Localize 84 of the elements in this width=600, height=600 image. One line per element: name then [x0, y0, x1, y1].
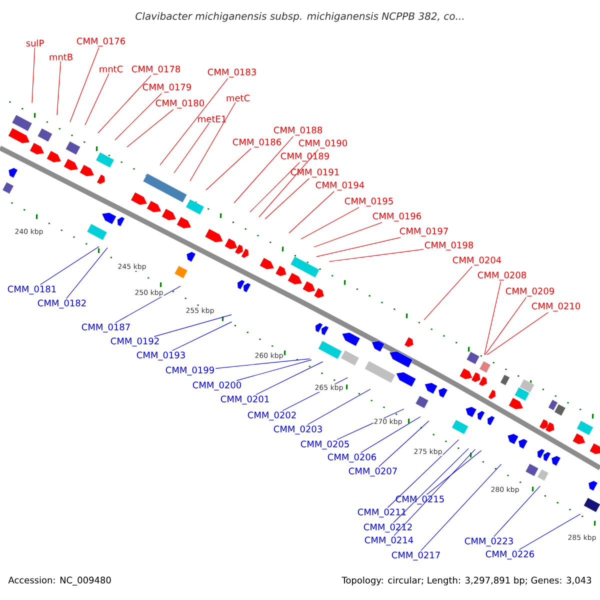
- leader-line: [40, 246, 100, 285]
- leader-line: [484, 297, 526, 356]
- leader-line: [307, 388, 371, 425]
- leader-line: [288, 191, 334, 234]
- gene-label: CMM_0203: [274, 426, 322, 434]
- leader-line: [314, 222, 382, 248]
- leader-line: [234, 136, 294, 204]
- gene-label: CMM_0205: [300, 440, 349, 450]
- leader-line: [378, 420, 430, 467]
- gene-label: sulP: [26, 40, 44, 46]
- gene-label: CMM_0186: [232, 138, 282, 148]
- leader-line: [126, 109, 174, 148]
- leader-line: [206, 148, 252, 190]
- gene-label: CMM_0192: [110, 338, 159, 346]
- gene-label: CMM_0200: [192, 382, 241, 390]
- leader-line: [160, 78, 228, 166]
- leader-line: [174, 123, 210, 174]
- gene-label: CMM_0179: [142, 84, 191, 92]
- gene-label: CMM_0196: [372, 212, 422, 222]
- gene-label: CMM_0193: [136, 352, 185, 360]
- leader-line: [70, 47, 100, 122]
- gene-label: CMM_0199: [166, 366, 214, 376]
- gene-label: CMM_0201: [220, 396, 269, 404]
- leader-line: [300, 207, 360, 240]
- gene-label: CMM_0187: [82, 324, 130, 332]
- gene-label: CMM_0204: [452, 256, 502, 266]
- leader-line: [84, 73, 110, 126]
- gene-label: CMM_0197: [400, 228, 448, 236]
- gene-label: CMM_0210: [532, 302, 580, 312]
- leader-line: [236, 360, 312, 381]
- gene-label: metE1: [198, 116, 226, 122]
- leader-line: [172, 322, 232, 351]
- gene-label: CMM_0181: [8, 286, 56, 294]
- leader-line: [387, 439, 459, 508]
- leader-line: [486, 312, 549, 356]
- gene-label: CMM_0206: [328, 454, 376, 462]
- leader-line: [256, 361, 324, 395]
- gene-label: CMM_0195: [344, 198, 393, 206]
- leader-line: [393, 448, 469, 523]
- leader-line: [424, 266, 472, 320]
- gene-label: CMM_0217: [392, 552, 440, 560]
- leader-line: [426, 450, 482, 495]
- gene-label: CMM_0194: [316, 182, 364, 190]
- leader-line: [56, 60, 61, 116]
- leader-line: [154, 314, 232, 337]
- gene-label: CMM_0226: [486, 550, 534, 560]
- leader-line: [66, 247, 108, 299]
- leader-line: [258, 149, 319, 218]
- gene-label: mntC: [100, 66, 123, 72]
- leader-line: [420, 464, 502, 551]
- gene-label: mntB: [50, 54, 72, 60]
- leader-line: [250, 162, 300, 212]
- leader-line: [484, 281, 502, 355]
- gene-label: CMM_0209: [506, 288, 554, 296]
- leader-line: [360, 416, 421, 453]
- gene-label: CMM_0178: [132, 66, 180, 74]
- gene-label: CMM_0190: [298, 140, 347, 148]
- gene-label: CMM_0182: [38, 300, 86, 308]
- title: Clavibacter michiganensis subsp. michiganensis NCPPB 382, co...: [136, 12, 464, 22]
- gene-label: CMM_0176: [76, 38, 126, 46]
- leader-line: [328, 249, 424, 262]
- gene-label: CMM_0207: [348, 468, 397, 476]
- leader-line: [190, 102, 236, 182]
- leader-line: [518, 514, 581, 550]
- leader-line: [264, 178, 310, 220]
- gene-label: CMM_0223: [464, 538, 513, 546]
- leader-line: [32, 47, 36, 104]
- gene-label: CMM_0214: [364, 536, 414, 546]
- leader-line: [494, 486, 540, 537]
- leader-line: [394, 449, 476, 536]
- leader-line: [114, 93, 162, 140]
- leader-line: [316, 237, 401, 257]
- leader-line: [98, 75, 152, 134]
- footer-text: Topology: circular; Length: 3,297,891 bp; Genes: 3,043: [342, 576, 592, 586]
- leader-line: [115, 286, 181, 323]
- gene-label: CMM_0183: [208, 68, 256, 78]
- gene-label: metC: [226, 94, 250, 102]
- gene-label: CMM_0208: [478, 272, 526, 280]
- gene-label: CMM_0180: [156, 100, 204, 108]
- leader-line: [215, 358, 310, 369]
- gene-label: CMM_0202: [248, 412, 296, 420]
- gene-label: CMM_0198: [424, 242, 473, 250]
- gene-label: CMM_0188: [274, 126, 322, 136]
- footer-text: Accession: NC_009480: [8, 576, 111, 586]
